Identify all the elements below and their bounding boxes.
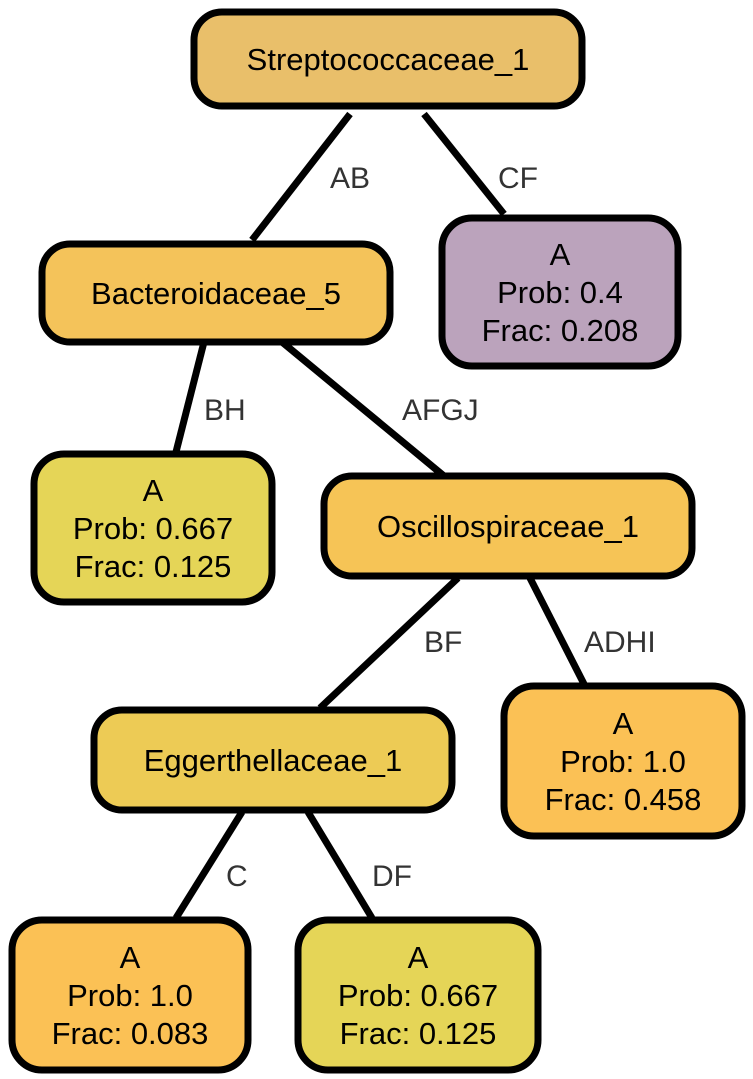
node-box [38,240,394,346]
node-box [294,916,542,1074]
edge-label: ADHI [584,626,656,659]
leaf-class-label: A [120,940,141,975]
edge-label: AFGJ [402,394,479,427]
node-label: Eggerthellaceae_1 [144,743,403,778]
node-box [8,916,252,1074]
edge-adhi: ADHI [526,576,656,686]
tree-nodes: Streptococcaceae_1Bacteroidaceae_5AProb:… [8,8,746,1074]
edge-ab: AB [249,111,370,243]
edge-cf: CF [421,111,538,217]
edge-line [421,111,507,217]
node-box [500,682,746,840]
node-box [90,706,456,814]
edge-df: DF [305,810,412,920]
edge-label: DF [372,860,412,893]
edge-label: C [226,860,248,893]
node-label: Oscillospiraceae_1 [377,509,639,544]
node-box [438,214,682,370]
node-label: Streptococcaceae_1 [247,42,530,77]
leaf-prob-label: Prob: 0.667 [338,978,498,1013]
leaf-prob-label: Prob: 1.0 [560,744,686,779]
leaf-frac-label: Frac: 0.125 [340,1016,497,1051]
leaf-prob-label: Prob: 1.0 [67,978,193,1013]
root-node-streptococcaceae-1: Streptococcaceae_1 [190,8,586,110]
leaf-prob-label: Prob: 0.667 [73,511,233,546]
leaf-prob-label: Prob: 0.4 [497,275,623,310]
edge-line [317,575,461,711]
node-box [190,8,586,110]
leaf-class-label: A [613,706,634,741]
edge-afgj: AFGJ [279,339,479,479]
edge-label: CF [498,162,538,195]
node-label: Bacteroidaceae_5 [91,276,341,311]
edge-c: C [173,810,248,920]
node-oscillospiraceae-1: Oscillospiraceae_1 [320,472,696,580]
edge-bf: BF [317,575,462,711]
node-eggerthellaceae-1: Eggerthellaceae_1 [90,706,456,814]
leaf-class-label: A [550,237,571,272]
tree-edges: AB CF BH AFGJ BF ADHI C DF [172,111,656,920]
leaf-frac-label: Frac: 0.083 [52,1016,209,1051]
node-box [320,472,696,580]
edge-label: BF [424,626,462,659]
edge-line [305,810,375,920]
edge-line [173,810,245,920]
node-bacteroidaceae-5: Bacteroidaceae_5 [38,240,394,346]
node-box [30,450,276,606]
edge-line [249,111,353,243]
edge-line [172,341,208,453]
leaf-frac-label: Frac: 0.458 [545,782,702,817]
edge-line [279,339,447,479]
edge-label: AB [330,162,370,195]
leaf-frac-label: Frac: 0.208 [482,313,639,348]
edge-label: BH [204,394,246,427]
leaf-frac-label: Frac: 0.125 [75,549,232,584]
edge-bh: BH [172,341,246,453]
leaf-class-label: A [143,473,164,508]
edge-line [526,576,588,686]
leaf-class-label: A [408,940,429,975]
